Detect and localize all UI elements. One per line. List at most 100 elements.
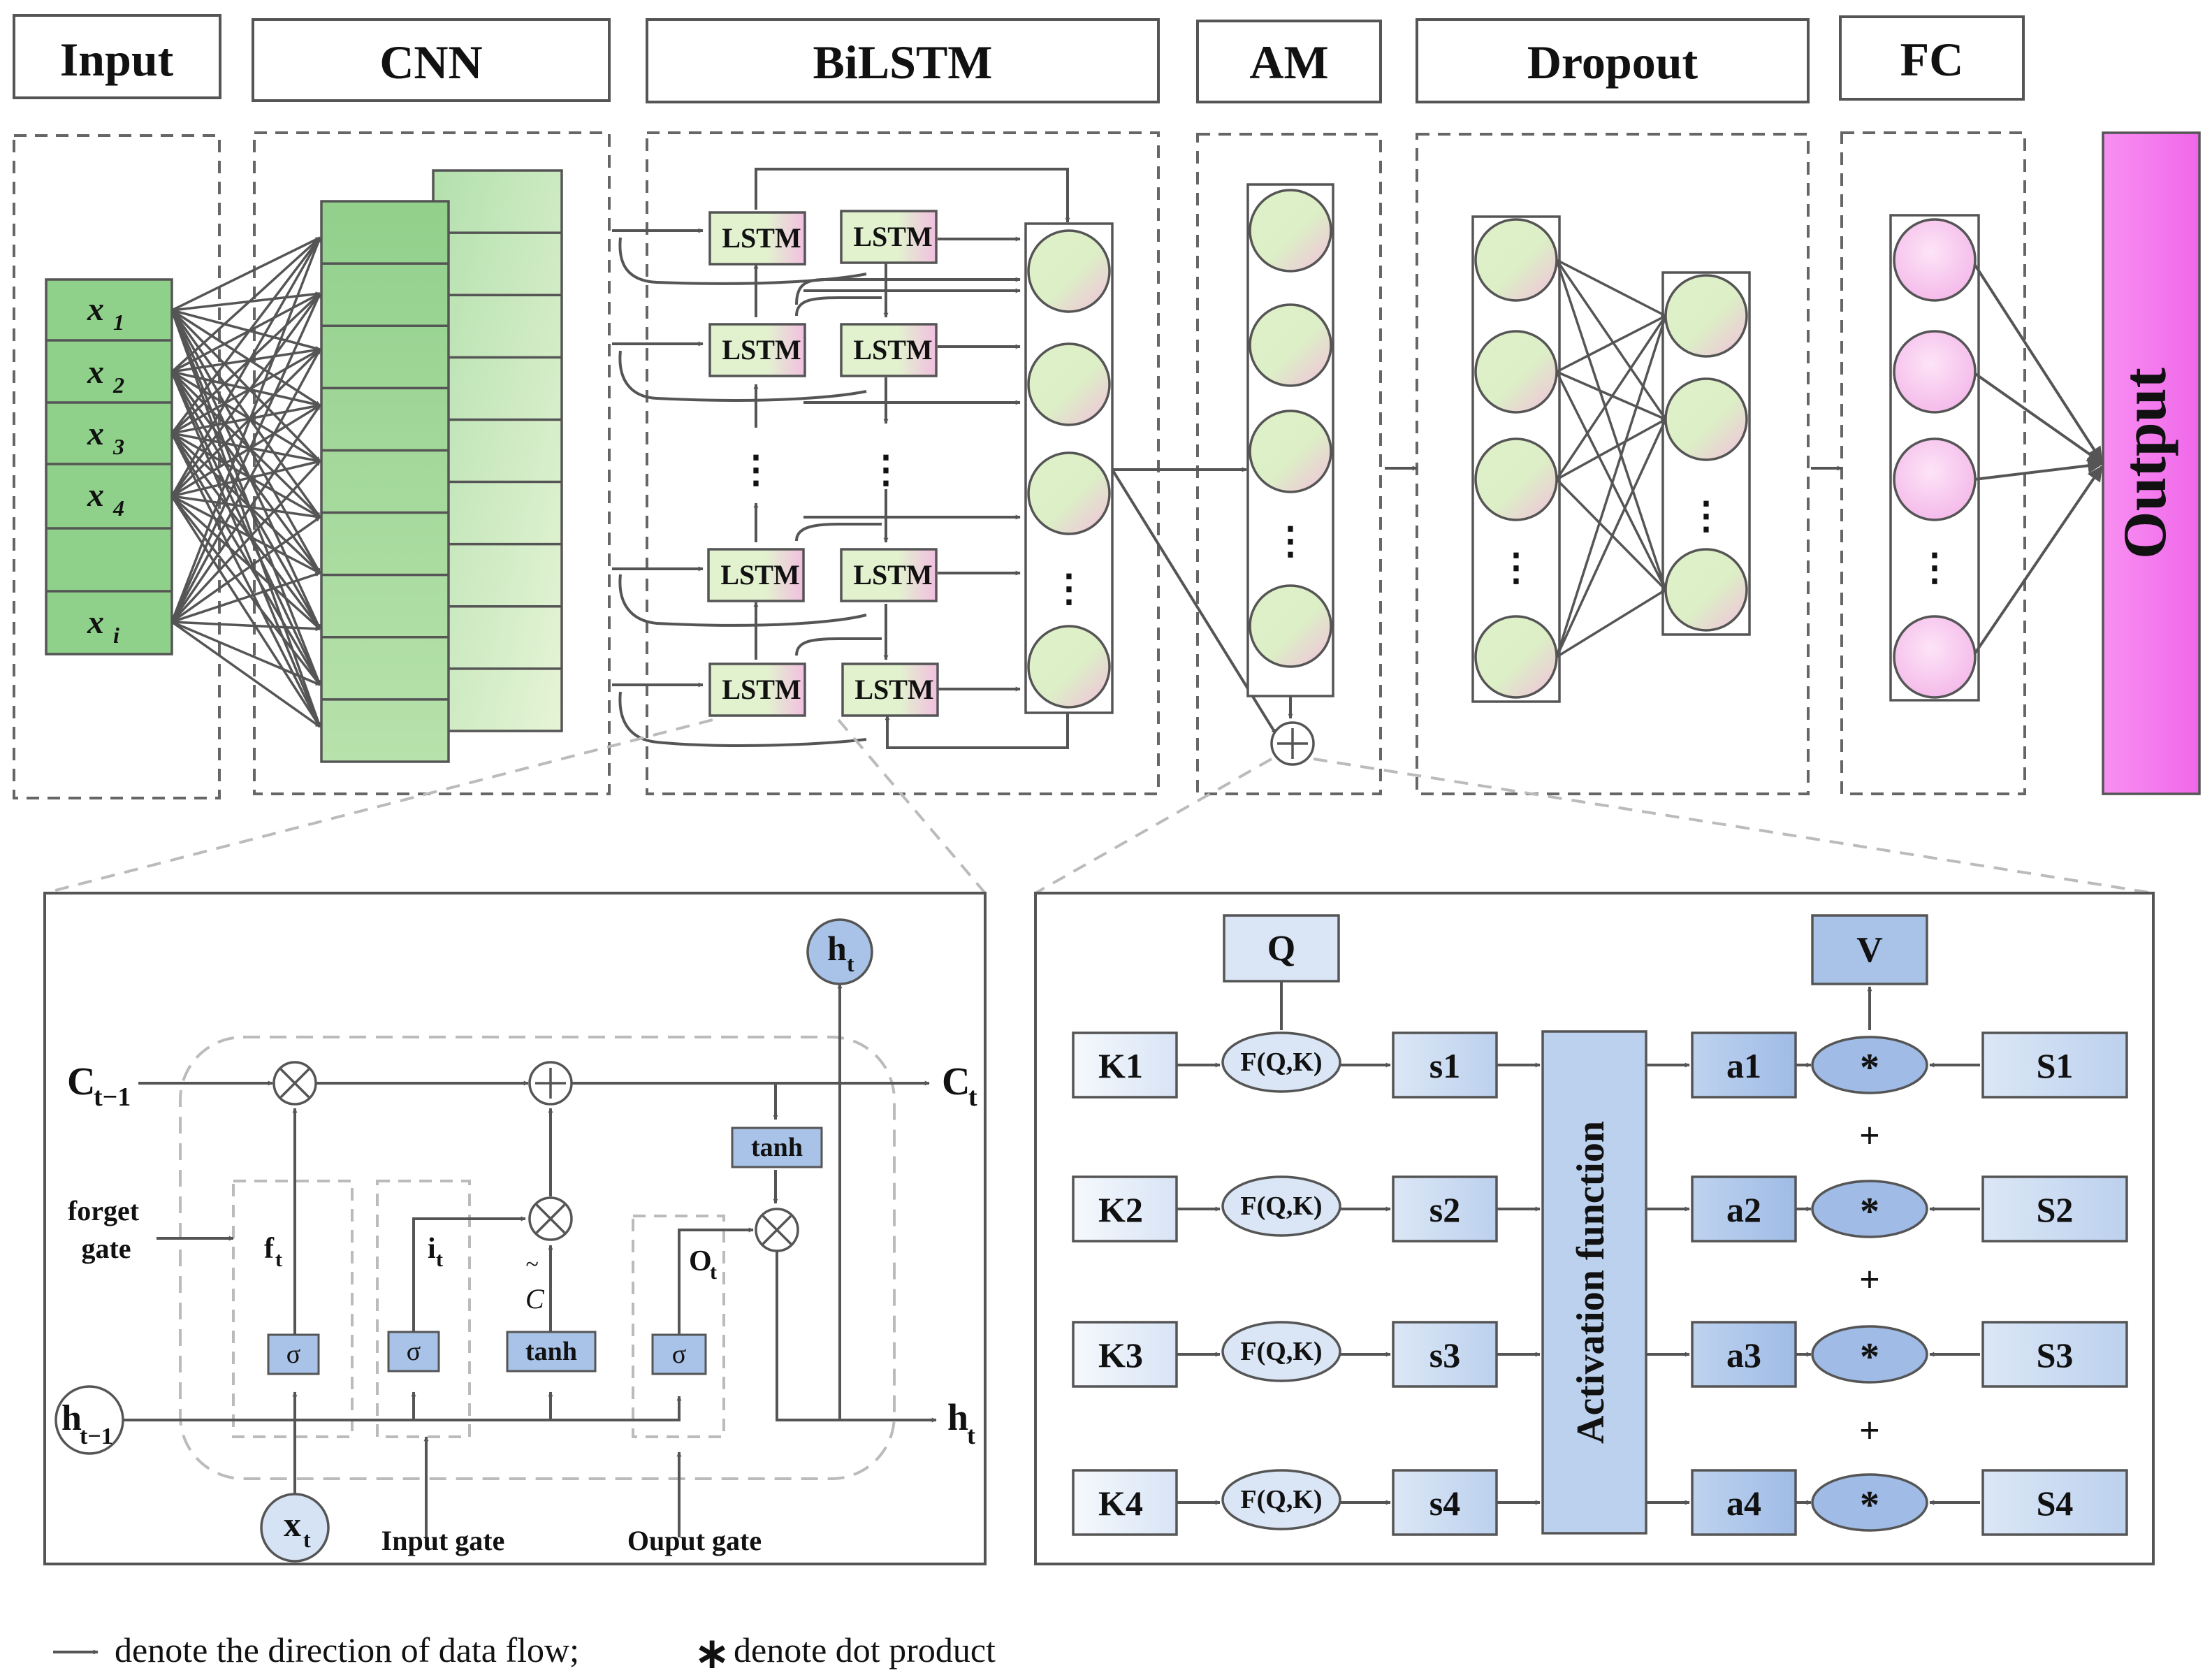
- attention-block: ⋮: [1246, 183, 1334, 766]
- panel-dropout: [1416, 133, 1810, 795]
- connection-line: [171, 404, 321, 498]
- weight-box: [1691, 1175, 1797, 1243]
- svg-text:t: t: [967, 1421, 975, 1449]
- c-prev-label: C t−1: [67, 1060, 131, 1112]
- value-box: V: [1811, 914, 1928, 985]
- key-label: K4: [1098, 1484, 1143, 1523]
- lstm-forward-4: LSTM: [708, 662, 806, 717]
- svg-text:2: 2: [112, 372, 124, 398]
- svg-text:1: 1: [113, 310, 124, 335]
- state-label: S3: [2037, 1335, 2074, 1375]
- header-am: AM: [1196, 20, 1382, 103]
- dropout-output-node: [1664, 548, 1748, 632]
- lstm-backward-3: LSTM: [840, 548, 938, 602]
- dropout-input-node: [1474, 330, 1558, 414]
- connection-line: [170, 310, 321, 686]
- connection-line: [1555, 259, 1667, 420]
- svg-text:C: C: [525, 1283, 545, 1314]
- connection-line: [171, 432, 321, 519]
- connection-line: [1555, 419, 1667, 658]
- connection-line: [171, 460, 321, 498]
- query-box: Q: [1223, 914, 1340, 983]
- zoom-guide: [837, 718, 987, 895]
- c-tilde-label: ~ C: [525, 1252, 545, 1314]
- dropout-input-node: [1474, 218, 1558, 302]
- cell-tanh: tanh: [731, 1127, 823, 1168]
- header-dropout-label: Dropout: [1527, 36, 1698, 89]
- connection-line: [171, 621, 321, 686]
- dot-product-node: [1811, 1036, 1928, 1094]
- connection-line: [170, 432, 321, 630]
- attention-node: [1249, 410, 1332, 493]
- input-to-cnn-connections: [170, 236, 321, 728]
- lstm-label: LSTM: [853, 334, 932, 365]
- weight-label: a3: [1726, 1335, 1761, 1375]
- score-function: [1221, 1321, 1341, 1382]
- score-function-label: F(Q,K): [1240, 1192, 1322, 1221]
- svg-text:O: O: [689, 1245, 712, 1277]
- sum-plus: +: [1859, 1116, 1880, 1156]
- output-block: Output: [2102, 131, 2201, 795]
- sum-plus: +: [1859, 1411, 1880, 1451]
- connection-line: [171, 621, 321, 632]
- svg-text:σ: σ: [286, 1340, 300, 1369]
- lstm-backward-1: LSTM: [840, 210, 938, 264]
- svg-text:x: x: [87, 354, 104, 391]
- h-prev-node: h t−1: [54, 1385, 124, 1455]
- svg-text:t: t: [710, 1261, 717, 1284]
- star-icon: *: [1860, 1046, 1879, 1089]
- attention-ellipsis: ⋮: [1272, 520, 1309, 562]
- lstm-label: LSTM: [853, 221, 932, 252]
- state-box: [1981, 1031, 2128, 1099]
- output-label: Output: [2111, 368, 2179, 559]
- lstm-label: LSTM: [720, 559, 799, 591]
- zoom-guide: [1313, 758, 2154, 895]
- header-am-label: AM: [1249, 36, 1328, 89]
- svg-text:t−1: t−1: [94, 1082, 131, 1112]
- input-gate-label: Input gate: [381, 1525, 505, 1556]
- connection-line: [171, 348, 321, 435]
- dropout-output-node: [1664, 274, 1748, 358]
- attention-node: [1249, 303, 1332, 387]
- header-dropout: Dropout: [1416, 18, 1810, 103]
- connection-line: [170, 432, 321, 574]
- key-label: K3: [1098, 1335, 1143, 1375]
- output-sigma: σ: [651, 1333, 707, 1375]
- connection-line: [171, 572, 321, 623]
- header-input-label: Input: [60, 33, 174, 86]
- connection-line: [170, 495, 321, 686]
- lstm-cell-detail: σ σ tanh σ tanh C t−1 C t h t: [43, 892, 987, 1565]
- weight-box: [1691, 1031, 1797, 1099]
- header-fc: FC: [1839, 15, 2025, 101]
- score-box: [1392, 1031, 1498, 1099]
- connection-line: [1555, 371, 1667, 591]
- svg-text:x: x: [87, 415, 104, 452]
- connection-line: [170, 433, 321, 686]
- state-box: [1981, 1469, 2128, 1536]
- input-xi: x i: [87, 604, 119, 648]
- fc-node: [1893, 437, 1977, 521]
- dropout-input-node: [1474, 437, 1558, 521]
- connection-line: [170, 236, 321, 435]
- cell-add-icon: [528, 1061, 573, 1106]
- connection-line: [171, 309, 321, 407]
- svg-text:x: x: [87, 291, 104, 328]
- connection-line: [170, 309, 321, 463]
- connection-line: [170, 310, 321, 574]
- dot-product-node: [1811, 1473, 1928, 1532]
- key-label: K2: [1098, 1190, 1143, 1229]
- svg-text:σ: σ: [672, 1340, 686, 1369]
- connection-line: [1556, 588, 1666, 658]
- f-label: f t: [264, 1233, 282, 1271]
- lstm-label: LSTM: [722, 334, 801, 365]
- score-function-label: F(Q,K): [1240, 1485, 1322, 1514]
- svg-text:h: h: [827, 929, 847, 968]
- state-label: S4: [2037, 1484, 2074, 1523]
- c-next-label: C t: [942, 1060, 977, 1112]
- state-label: S2: [2037, 1190, 2074, 1229]
- svg-text:C: C: [942, 1060, 970, 1103]
- connection-line: [1556, 259, 1666, 317]
